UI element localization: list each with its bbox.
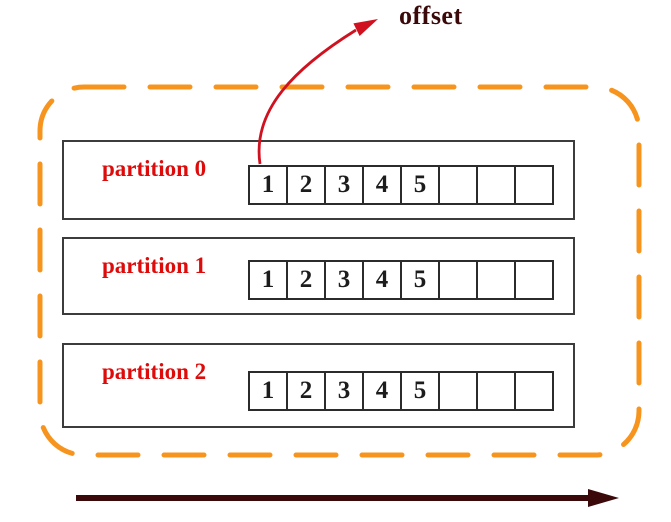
- message-cell: 4: [362, 371, 402, 411]
- partition-row-1: partition 1 1 2 3 4 5: [62, 237, 575, 315]
- message-cell: 4: [362, 165, 402, 205]
- message-cell-empty: [438, 165, 478, 205]
- message-cell: 1: [248, 165, 288, 205]
- message-cell: 2: [286, 165, 326, 205]
- message-cell-empty: [476, 165, 516, 205]
- message-cell-empty: [476, 260, 516, 300]
- message-cell: 3: [324, 165, 364, 205]
- message-cell: 3: [324, 260, 364, 300]
- partition-0-cells: 1 2 3 4 5: [248, 165, 554, 205]
- message-cell-empty: [476, 371, 516, 411]
- partition-2-label: partition 2: [102, 359, 207, 384]
- partition-1-label: partition 1: [102, 253, 207, 278]
- message-cell-empty: [438, 371, 478, 411]
- direction-arrowhead: [588, 489, 619, 507]
- message-cell: 2: [286, 260, 326, 300]
- message-cell-empty: [514, 260, 554, 300]
- partition-2-cells: 1 2 3 4 5: [248, 371, 554, 411]
- offset-label: offset: [399, 1, 463, 30]
- message-cell: 5: [400, 260, 440, 300]
- partition-row-2: partition 2 1 2 3 4 5: [62, 343, 575, 428]
- message-cell-empty: [438, 260, 478, 300]
- message-cell: 1: [248, 371, 288, 411]
- message-cell: 3: [324, 371, 364, 411]
- offset-pointer-arrowhead: [353, 19, 378, 36]
- message-cell: 4: [362, 260, 402, 300]
- partition-1-cells: 1 2 3 4 5: [248, 260, 554, 300]
- partition-0-label: partition 0: [102, 156, 207, 181]
- message-cell: 5: [400, 371, 440, 411]
- message-cell-empty: [514, 165, 554, 205]
- message-cell: 5: [400, 165, 440, 205]
- message-cell-empty: [514, 371, 554, 411]
- message-cell: 1: [248, 260, 288, 300]
- message-cell: 2: [286, 371, 326, 411]
- partition-row-0: partition 0 1 2 3 4 5: [62, 140, 575, 220]
